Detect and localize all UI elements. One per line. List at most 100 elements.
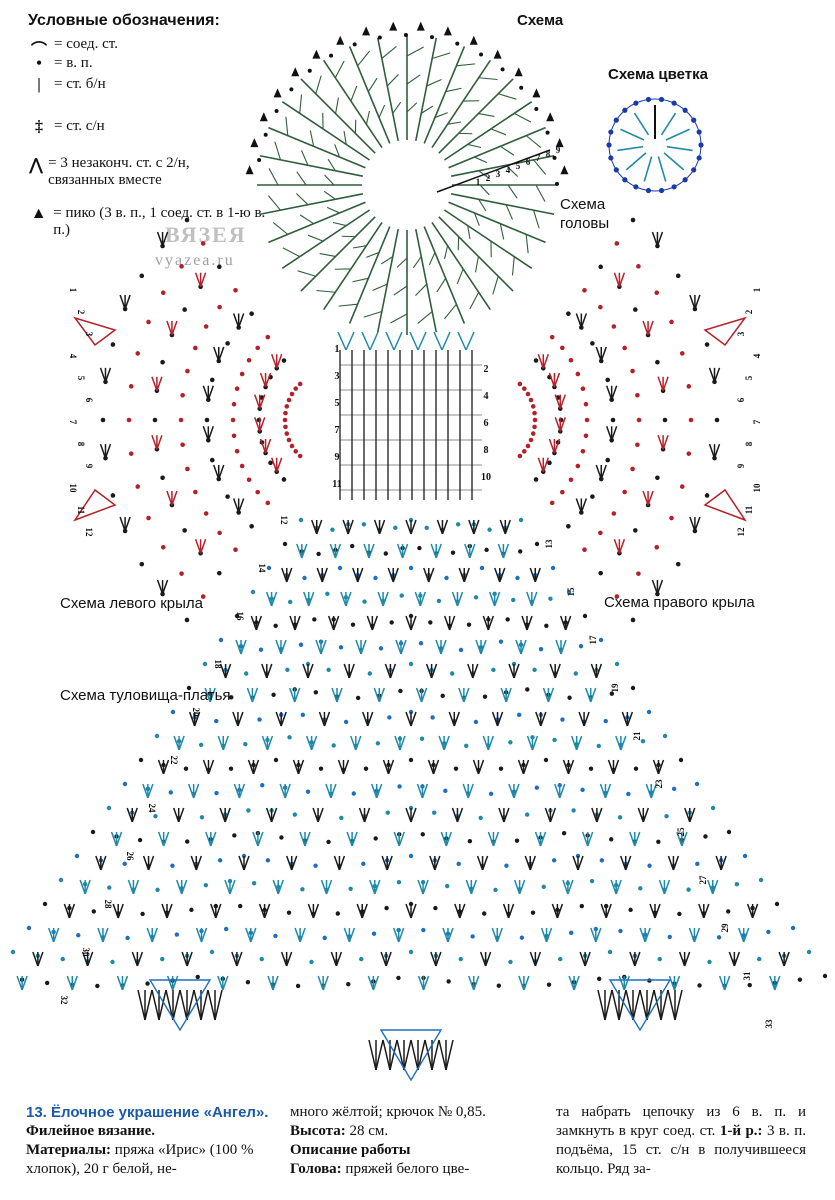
stitch-line bbox=[299, 831, 306, 847]
stitch-line bbox=[137, 989, 146, 1021]
row-number: 11 bbox=[744, 505, 754, 514]
stitch-line bbox=[596, 807, 603, 823]
stitch-line bbox=[205, 831, 212, 847]
chain-dot bbox=[126, 417, 132, 423]
chain-dot bbox=[582, 287, 587, 293]
chain-dot bbox=[608, 129, 614, 135]
stitch-line bbox=[250, 927, 257, 943]
stitch-line bbox=[425, 663, 433, 679]
chain-dot bbox=[350, 543, 355, 549]
stitch-line bbox=[172, 807, 180, 823]
stitch-line bbox=[352, 277, 369, 283]
stitch-line bbox=[266, 735, 274, 751]
chain-dot bbox=[331, 743, 336, 748]
stitch-line bbox=[294, 687, 301, 703]
stitch-line bbox=[363, 543, 370, 559]
row-number: 28 bbox=[103, 900, 113, 910]
chain-dot bbox=[417, 545, 422, 551]
legend-item-sc: | = ст. б/н bbox=[28, 76, 105, 94]
stitch-line bbox=[500, 145, 515, 156]
stitch-line bbox=[363, 310, 382, 318]
stitch-line bbox=[600, 346, 607, 362]
chain-dot bbox=[182, 528, 187, 533]
stitch-line bbox=[300, 216, 376, 292]
stitch-line bbox=[487, 831, 495, 847]
stitch-line bbox=[231, 951, 238, 967]
chain-dot bbox=[458, 956, 463, 962]
stitch-line bbox=[222, 975, 229, 991]
stitch-line bbox=[657, 376, 664, 392]
chain-dot bbox=[285, 667, 290, 673]
cluster-icon: ⋀ bbox=[29, 157, 43, 174]
stitch-line bbox=[450, 154, 555, 178]
stitch-line bbox=[179, 989, 188, 1021]
stitch-line bbox=[554, 417, 561, 432]
stitch-line bbox=[186, 951, 193, 967]
stitch-line bbox=[166, 903, 173, 919]
chain-dot bbox=[230, 417, 236, 423]
stitch-line bbox=[703, 903, 710, 919]
chain-dot bbox=[160, 956, 165, 962]
chain-dot bbox=[726, 829, 732, 835]
stitch-line bbox=[195, 855, 202, 871]
chain-dot bbox=[532, 410, 537, 416]
chain-dot bbox=[225, 494, 230, 499]
stitch-line bbox=[207, 385, 215, 400]
stitch-line bbox=[438, 1039, 447, 1071]
chain-dot bbox=[508, 959, 513, 965]
stitch-line bbox=[289, 615, 296, 631]
chain-dot bbox=[287, 599, 293, 605]
chain-dot bbox=[200, 241, 206, 246]
chain-dot bbox=[671, 184, 677, 190]
stitch-line bbox=[213, 464, 220, 480]
row-number: 5 bbox=[76, 376, 86, 381]
chain-dot bbox=[283, 424, 288, 430]
chain-dot bbox=[628, 907, 633, 913]
stitch-line bbox=[186, 989, 195, 1021]
article-line: много жёлтой; крючок № 0,85. bbox=[290, 1104, 486, 1120]
stitch-line bbox=[386, 73, 399, 87]
row-number: 3 bbox=[84, 332, 94, 337]
stitch-line bbox=[259, 394, 266, 409]
stitch-line bbox=[430, 543, 437, 559]
chain-dot bbox=[518, 549, 523, 554]
stitch-line bbox=[713, 443, 721, 459]
stitch-line bbox=[579, 951, 586, 967]
materials-text: пряжа «Ирис» (100 % хлопок), 20 г белой,… bbox=[26, 1142, 254, 1177]
chain-dot bbox=[598, 304, 603, 310]
stitch-line bbox=[392, 927, 400, 943]
chain-dot bbox=[432, 810, 437, 815]
stitch-line bbox=[508, 783, 515, 799]
stitch-line bbox=[172, 989, 181, 1021]
stitch-line bbox=[219, 663, 227, 679]
chain-dot bbox=[578, 643, 584, 649]
chain-icon: • bbox=[36, 55, 42, 72]
chain-dot bbox=[232, 833, 237, 838]
stitch-line bbox=[465, 879, 473, 895]
chain-dot bbox=[387, 715, 392, 720]
row-number: 3 bbox=[496, 169, 501, 179]
chain-dot bbox=[329, 53, 334, 58]
stitch-line bbox=[478, 198, 487, 212]
chain-dot bbox=[399, 593, 404, 598]
stitch-line bbox=[526, 615, 533, 631]
chain-dot bbox=[532, 424, 537, 430]
stitch-line bbox=[218, 464, 225, 480]
article-col-2: много жёлтой; крючок № 0,85. Высота: 28 … bbox=[290, 1103, 535, 1179]
stitch-line bbox=[384, 663, 392, 679]
chain-dot bbox=[76, 933, 81, 938]
stitch-line bbox=[381, 855, 388, 871]
chain-dot bbox=[609, 837, 614, 842]
row-number: 15 bbox=[566, 587, 576, 597]
chain-dot bbox=[398, 688, 403, 694]
stitch-line bbox=[458, 567, 465, 583]
chain-dot bbox=[189, 907, 194, 913]
chain-dot bbox=[545, 130, 550, 135]
chain-dot bbox=[611, 511, 617, 516]
stitch-line bbox=[454, 903, 461, 919]
stitch-line bbox=[707, 879, 714, 895]
stitch-line bbox=[464, 543, 471, 559]
stitch-line bbox=[523, 975, 530, 991]
chain-dot bbox=[145, 981, 150, 986]
stitch-line bbox=[585, 687, 592, 703]
